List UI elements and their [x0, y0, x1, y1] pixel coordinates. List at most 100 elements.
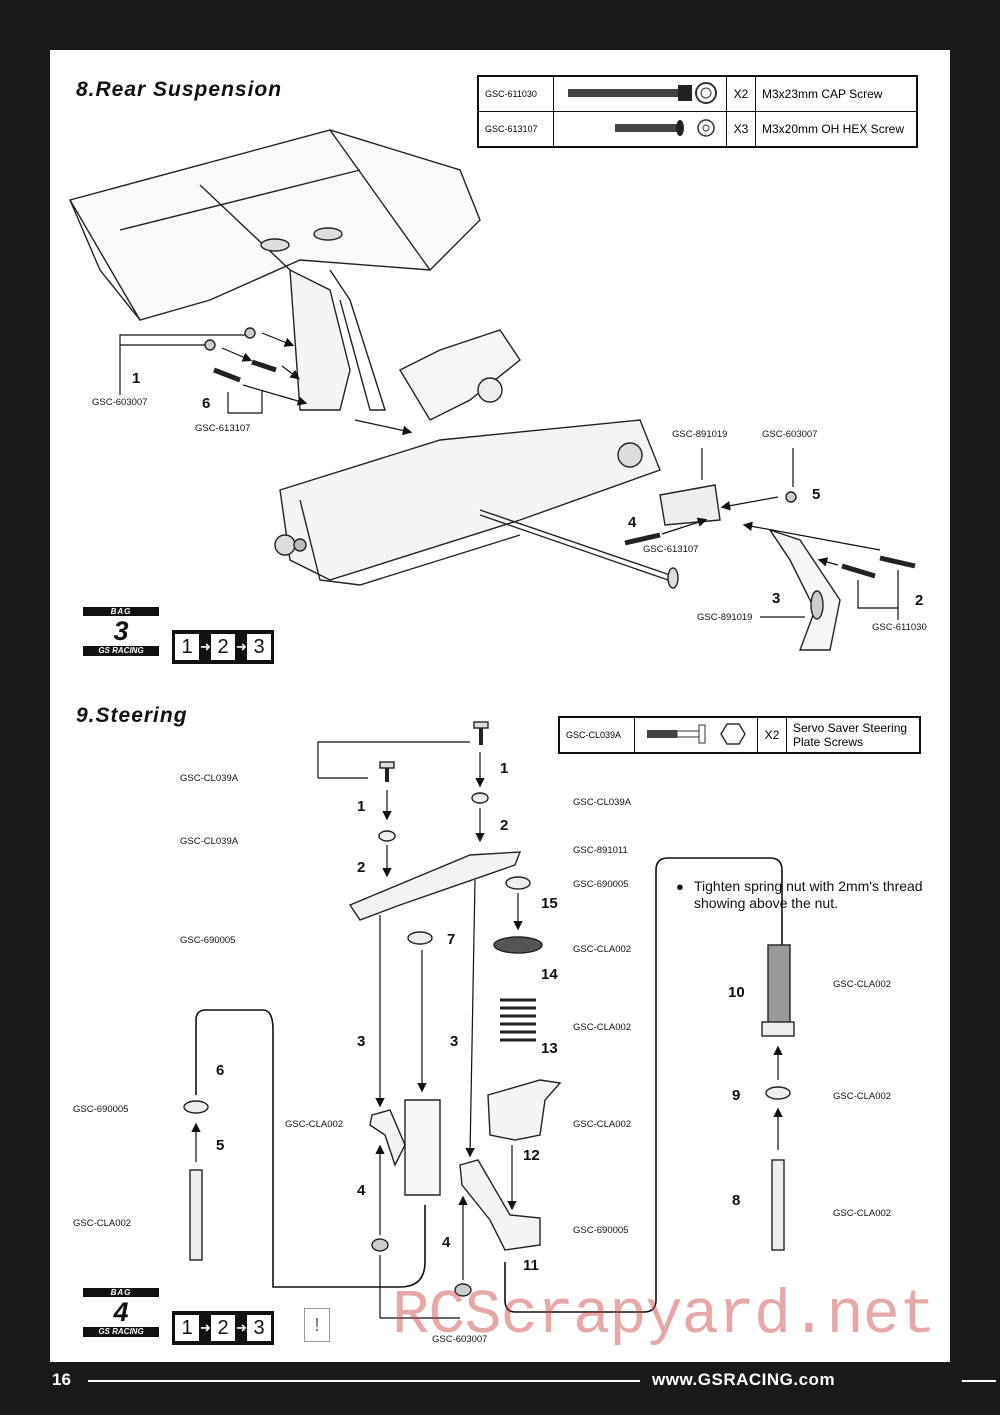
part-label: GSC-613107	[643, 544, 699, 555]
part-label: GSC-CLA002	[285, 1119, 344, 1130]
part-label: GSC-611030	[872, 622, 927, 633]
step-number: 2	[500, 817, 509, 834]
part-label: GSC-CLA002	[833, 1091, 892, 1102]
part-label: GSC-CL039A	[573, 797, 632, 808]
table-row: GSC-611030 X2 M3x23mm CAP Screw	[477, 75, 918, 112]
step-number: 8	[732, 1192, 741, 1209]
parts-table-rear-suspension: GSC-611030 X2 M3x23mm CAP Screw GSC-6131…	[477, 75, 918, 148]
step-number: 10	[728, 984, 745, 1001]
watermark: RCScrapyard.net	[392, 1280, 936, 1351]
part-label: GSC-613107	[195, 423, 251, 434]
servo-screw-image	[634, 716, 758, 754]
part-label: GSC-690005	[573, 879, 629, 890]
bag-label: BAG	[83, 1288, 159, 1297]
bag-number: 4	[113, 1297, 129, 1327]
warning-icon: !	[304, 1308, 330, 1342]
arrow-right-icon: ➜	[200, 639, 211, 654]
arrow-right-icon: ➜	[236, 639, 247, 654]
sequence-step: 2	[211, 1315, 235, 1341]
section-title-rear-suspension: 8.Rear Suspension	[76, 78, 283, 101]
step-number: 4	[442, 1234, 451, 1251]
part-label: GSC-603007	[92, 397, 148, 408]
part-label: GSC-603007	[432, 1334, 488, 1345]
part-label: GSC-CLA002	[833, 1208, 892, 1219]
step-number: 15	[541, 895, 558, 912]
part-label: GSC-CLA002	[73, 1218, 132, 1229]
rear-suspension-drawing	[68, 129, 916, 651]
table-row: GSC-613107 X3 M3x20mm OH HEX Screw	[477, 111, 918, 148]
part-qty: X2	[757, 716, 787, 754]
step-number: 2	[357, 859, 366, 876]
section-title-steering: 9.Steering	[76, 704, 188, 727]
step-number: 1	[357, 798, 366, 815]
step-number: 9	[732, 1087, 741, 1104]
part-desc: M3x23mm CAP Screw	[755, 75, 918, 112]
step-number: 1	[132, 370, 141, 387]
note-text: Tighten spring nut with 2mm's thread sho…	[694, 878, 923, 911]
part-label: GSC-690005	[180, 935, 236, 946]
part-desc: M3x20mm OH HEX Screw	[755, 111, 918, 148]
arrow-right-icon: ➜	[236, 1320, 247, 1335]
assembly-sequence: 1➜ 2➜ 3	[172, 1311, 274, 1345]
bag-badge: BAG 4 GS RACING	[83, 1288, 159, 1337]
bag-label: BAG	[83, 607, 159, 616]
part-qty: X2	[726, 75, 756, 112]
step-number: 4	[357, 1182, 366, 1199]
step-number: 1	[500, 760, 509, 777]
step-number: 5	[812, 486, 821, 503]
bag-number: 3	[113, 616, 129, 646]
bag-brand: GS RACING	[83, 1327, 159, 1337]
step-number: 3	[772, 590, 781, 607]
sequence-step: 3	[247, 634, 271, 660]
part-label: GSC-891019	[697, 612, 753, 623]
sequence-step: 3	[247, 1315, 271, 1341]
part-desc: Servo Saver Steering Plate Screws	[786, 716, 921, 754]
sequence-step: 1	[175, 634, 199, 660]
step-number: 5	[216, 1137, 225, 1154]
part-code: GSC-611030	[477, 75, 554, 112]
arrow-right-icon: ➜	[200, 1320, 211, 1335]
part-label: GSC-CL039A	[180, 773, 239, 784]
sequence-step: 2	[211, 634, 235, 660]
table-row: GSC-CL039A X2 Servo Saver Steering Plate…	[558, 716, 921, 754]
step-number: 2	[915, 592, 924, 609]
cap-screw-image	[553, 75, 727, 112]
part-label: GSC-CL039A	[180, 836, 239, 847]
assembly-note: ● Tighten spring nut with 2mm's thread s…	[676, 878, 926, 912]
step-number: 4	[628, 514, 637, 531]
step-number: 13	[541, 1040, 558, 1057]
part-label: GSC-891011	[573, 845, 628, 856]
part-label: GSC-CLA002	[573, 944, 632, 955]
step-number: 6	[202, 395, 211, 412]
step-number: 3	[450, 1033, 459, 1050]
part-label: GSC-CLA002	[573, 1022, 632, 1033]
parts-table-steering: GSC-CL039A X2 Servo Saver Steering Plate…	[558, 716, 921, 754]
sequence-step: 1	[175, 1315, 199, 1341]
part-label: GSC-CLA002	[833, 979, 892, 990]
step-number: 3	[357, 1033, 366, 1050]
footer-url: www.GSRACING.com	[652, 1370, 836, 1389]
bag-brand: GS RACING	[83, 646, 159, 656]
part-code: GSC-CL039A	[558, 716, 635, 754]
assembly-sequence: 1➜ 2➜ 3	[172, 630, 274, 664]
part-code: GSC-613107	[477, 111, 554, 148]
step-number: 7	[447, 931, 456, 948]
step-number: 12	[523, 1147, 540, 1164]
part-label: GSC-690005	[573, 1225, 629, 1236]
page-number: 16	[52, 1370, 71, 1389]
footer-rule	[962, 1380, 996, 1382]
step-number: 11	[523, 1257, 539, 1274]
bag-badge: BAG 3 GS RACING	[83, 607, 159, 656]
step-number: 6	[216, 1062, 225, 1079]
hex-screw-image	[553, 111, 727, 148]
part-label: GSC-690005	[73, 1104, 129, 1115]
steering-drawing	[183, 721, 795, 1313]
part-label: GSC-603007	[762, 429, 818, 440]
part-qty: X3	[726, 111, 756, 148]
step-number: 14	[541, 966, 558, 983]
footer-rule	[88, 1380, 640, 1382]
bullet-icon: ●	[676, 879, 684, 894]
part-label: GSC-CLA002	[573, 1119, 632, 1130]
part-label: GSC-891019	[672, 429, 728, 440]
